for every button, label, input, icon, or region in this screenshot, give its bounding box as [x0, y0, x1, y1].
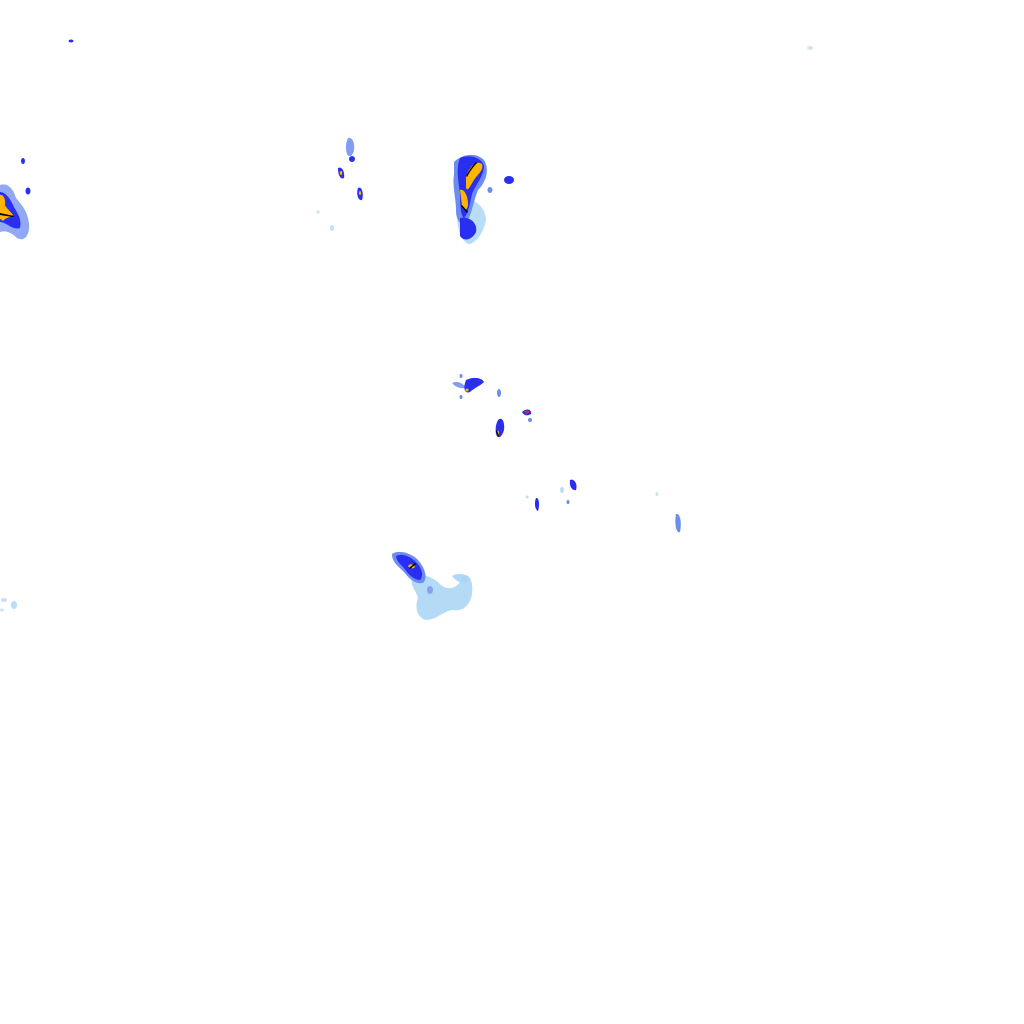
rain-cell-central-east	[522, 409, 532, 422]
rain-cell-nw-edge	[0, 158, 31, 240]
rain-cell-north-main	[453, 154, 514, 244]
rain-cell-east-small	[525, 479, 577, 511]
rain-cell-speck-nw	[68, 39, 74, 43]
rain-cell-speck-ne	[807, 46, 813, 50]
rain-cell-south-central	[392, 551, 473, 620]
rain-cell-north-small	[316, 137, 363, 231]
rain-cell-west-edge	[0, 598, 17, 612]
rain-cell-far-east	[655, 492, 681, 533]
rain-cell-central-cluster	[452, 374, 505, 438]
